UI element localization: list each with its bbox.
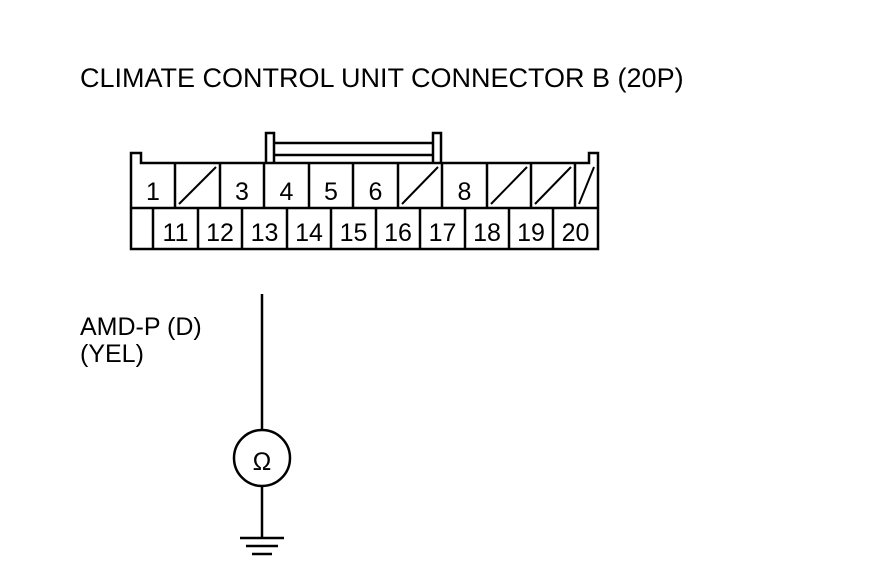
unused-cavity-mark	[178, 166, 217, 205]
pin-15-label: 15	[340, 219, 368, 247]
pin-4-label: 4	[280, 178, 294, 206]
top-row: 1 3 4 5 6 8	[146, 163, 595, 208]
pin-6-label: 6	[369, 178, 383, 206]
connector-lock-tab	[264, 131, 443, 163]
pin-19-label: 19	[517, 219, 545, 247]
diagram-title: CLIMATE CONTROL UNIT CONNECTOR B (20P)	[80, 63, 684, 93]
pin-11-label: 11	[163, 219, 189, 247]
unused-cavity-mark	[534, 166, 572, 205]
meter-symbol: Ω	[253, 448, 272, 476]
pin-1-label: 1	[146, 178, 160, 206]
unused-cavity-mark	[401, 166, 439, 205]
pin-3-label: 3	[235, 178, 249, 206]
wire-signal-label: AMD-P (D)	[80, 313, 202, 341]
unused-cavity-mark	[578, 166, 595, 205]
pin-16-label: 16	[384, 219, 412, 247]
pin-20-label: 20	[562, 219, 590, 247]
bottom-row: 11 12 13 14 15 16 17 18 19 20	[151, 208, 590, 249]
pin-8-label: 8	[458, 178, 472, 206]
pin-13-label: 13	[251, 219, 279, 247]
pin-14-label: 14	[295, 219, 323, 247]
ground-icon	[240, 536, 284, 556]
unused-cavity-mark	[490, 166, 528, 205]
pin-18-label: 18	[473, 219, 501, 247]
pin-12-label: 12	[206, 219, 234, 247]
pin-17-label: 17	[429, 219, 457, 247]
wire-color-label: (YEL)	[80, 340, 144, 368]
ohmmeter-icon: Ω	[232, 428, 292, 488]
pin-5-label: 5	[324, 178, 338, 206]
